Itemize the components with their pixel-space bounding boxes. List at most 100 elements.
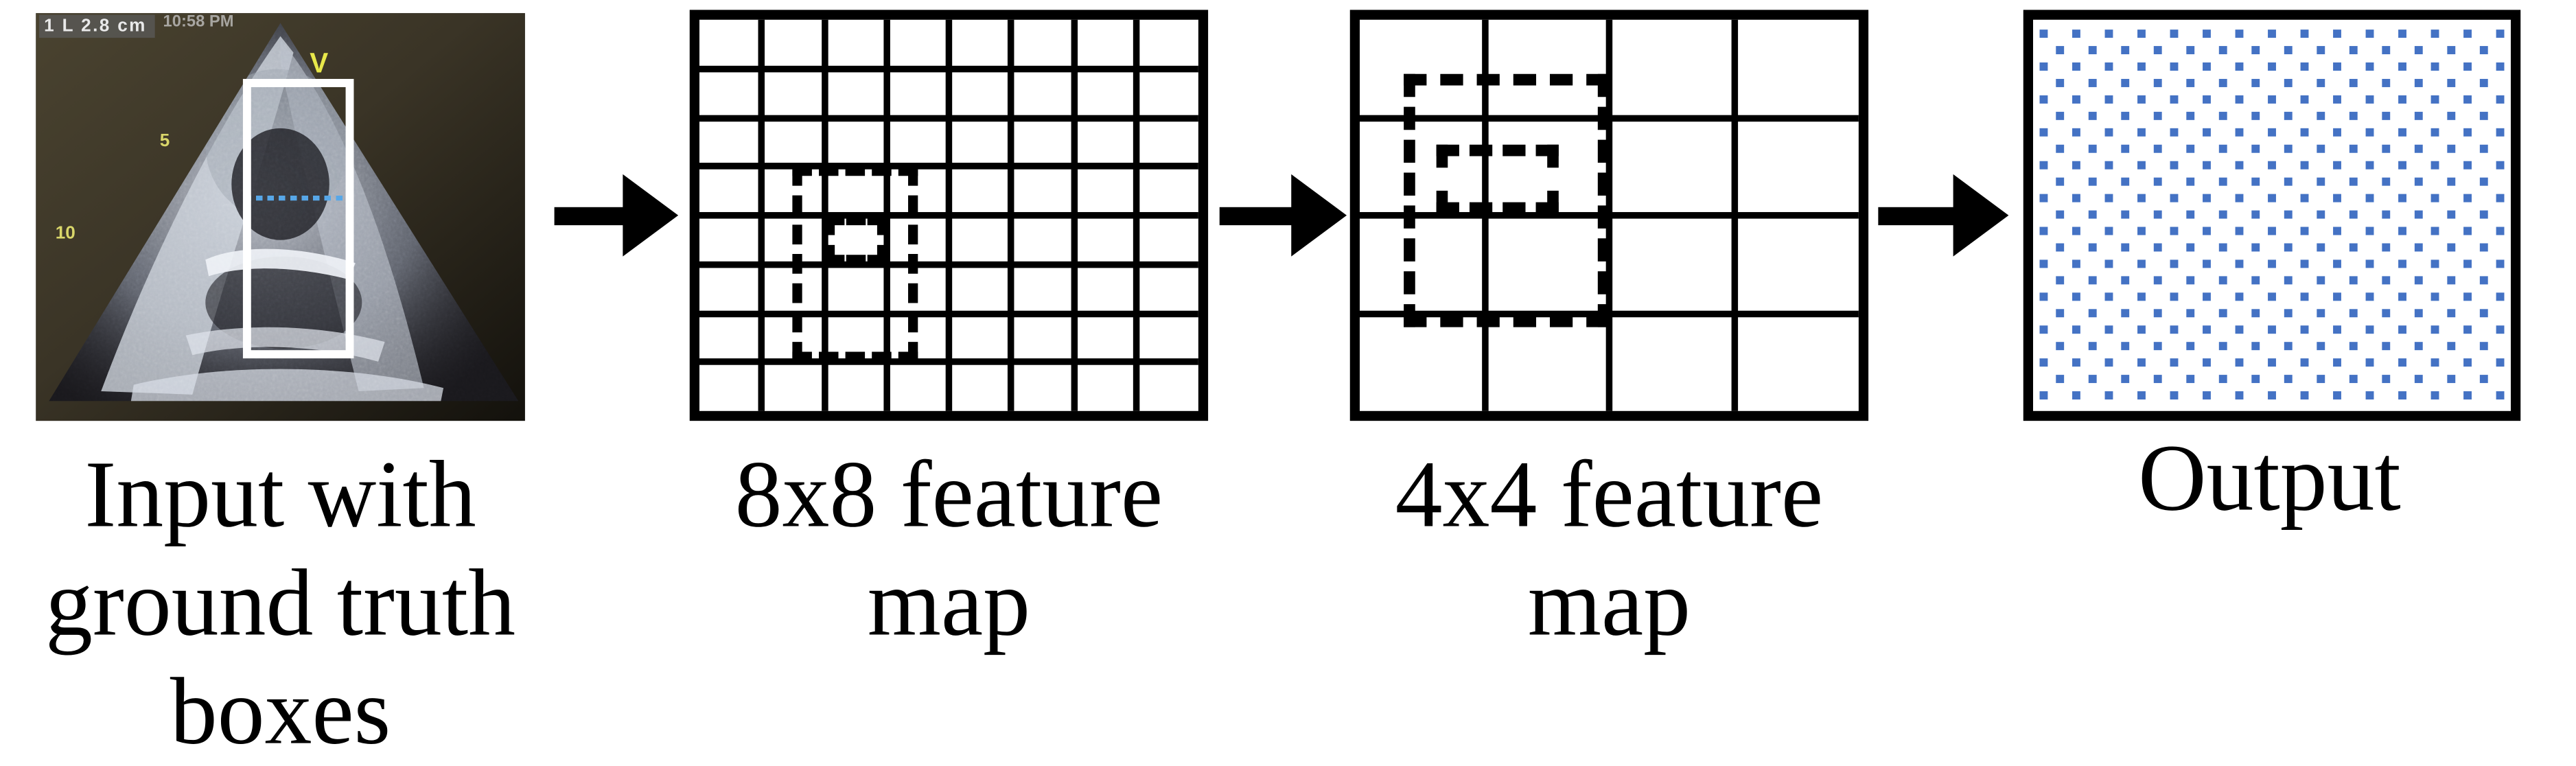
output-dot — [2300, 325, 2309, 334]
output-dot — [2430, 194, 2439, 202]
output-dot — [2039, 161, 2048, 170]
output-dot — [2284, 342, 2293, 351]
output-dot — [2218, 177, 2227, 186]
output-dot — [2284, 46, 2293, 55]
output-dot — [2121, 210, 2130, 219]
output-dot — [2365, 259, 2374, 268]
output-dot — [2088, 111, 2097, 120]
output-dot — [2170, 62, 2179, 71]
output-dot — [2153, 375, 2162, 384]
output-dot — [2203, 161, 2211, 170]
output-dot — [2317, 177, 2325, 186]
output-dot — [2039, 325, 2048, 334]
output-dot — [2153, 210, 2162, 219]
output-dot — [2186, 177, 2195, 186]
output-dot — [2186, 375, 2195, 384]
output-dot — [2317, 46, 2325, 55]
output-dot — [2121, 144, 2130, 153]
output-dot — [2382, 243, 2391, 252]
output-dot — [2365, 161, 2374, 170]
grid-line-horizontal — [699, 211, 1198, 219]
output-dot — [2447, 46, 2456, 55]
output-dot — [2039, 358, 2048, 367]
output-dot — [2235, 62, 2244, 71]
output-dot — [2088, 78, 2097, 87]
output-dot — [2365, 358, 2374, 367]
output-dot — [2414, 309, 2423, 318]
output-dot — [2430, 292, 2439, 301]
output-dot — [2463, 358, 2472, 367]
output-dot — [2414, 276, 2423, 285]
output-dot — [2463, 259, 2472, 268]
output-dot — [2333, 62, 2341, 71]
output-dot — [2039, 391, 2048, 400]
output-dot-grid — [2033, 20, 2511, 411]
output-dot — [2056, 177, 2065, 186]
output-dot — [2088, 46, 2097, 55]
output-dot — [2333, 128, 2341, 137]
output-dot — [2056, 276, 2065, 285]
caption-feature-map-8x8: 8x8 feature map — [734, 440, 1163, 656]
output-dot — [2284, 144, 2293, 153]
panel-output — [2023, 10, 2521, 421]
output-dot — [2137, 30, 2146, 38]
output-dot — [2398, 391, 2406, 400]
output-dot — [2153, 309, 2162, 318]
output-dot — [2170, 227, 2179, 235]
output-dot — [2268, 227, 2276, 235]
output-dot — [2104, 325, 2113, 334]
output-dot — [2268, 391, 2276, 400]
output-dot — [2251, 276, 2260, 285]
output-dot — [2218, 342, 2227, 351]
output-dot — [2121, 276, 2130, 285]
output-dot — [2447, 144, 2456, 153]
output-dot — [2284, 309, 2293, 318]
grid-line-horizontal — [699, 163, 1198, 170]
output-dot — [2137, 325, 2146, 334]
output-dot — [2104, 161, 2113, 170]
output-dot — [2496, 391, 2505, 400]
default-box-tall-4x4 — [1403, 73, 1610, 328]
output-dot — [2104, 30, 2113, 38]
ultrasound-timestamp: 10:58 PM — [163, 13, 234, 32]
output-dot — [2072, 259, 2080, 268]
output-dot — [2268, 62, 2276, 71]
output-dot — [2251, 243, 2260, 252]
output-dot — [2121, 46, 2130, 55]
output-dot — [2235, 227, 2244, 235]
grid-line-horizontal — [699, 114, 1198, 121]
output-dot — [2479, 144, 2488, 153]
output-dot — [2365, 194, 2374, 202]
output-dot — [2430, 259, 2439, 268]
output-dot — [2121, 243, 2130, 252]
output-dot — [2170, 161, 2179, 170]
output-dot — [2365, 62, 2374, 71]
output-dot — [2251, 342, 2260, 351]
output-dot — [2153, 46, 2162, 55]
output-dot — [2447, 111, 2456, 120]
output-dot — [2170, 391, 2179, 400]
output-dot — [2300, 259, 2309, 268]
output-dot — [2300, 62, 2309, 71]
output-dot — [2218, 210, 2227, 219]
output-dot — [2333, 194, 2341, 202]
output-dot — [2430, 358, 2439, 367]
arrow-shaft — [1878, 207, 1960, 226]
output-dot — [2333, 325, 2341, 334]
output-dot — [2333, 391, 2341, 400]
output-dot — [2251, 309, 2260, 318]
output-dot — [2317, 342, 2325, 351]
output-dot — [2153, 243, 2162, 252]
output-dot — [2300, 358, 2309, 367]
output-dot — [2268, 358, 2276, 367]
output-dot — [2137, 259, 2146, 268]
output-dot — [2186, 276, 2195, 285]
output-dot — [2056, 342, 2065, 351]
output-dot — [2496, 325, 2505, 334]
ground-truth-box — [242, 78, 354, 359]
output-dot — [2186, 210, 2195, 219]
output-dot — [2235, 259, 2244, 268]
output-dot — [2104, 194, 2113, 202]
output-dot — [2496, 227, 2505, 235]
output-dot — [2447, 210, 2456, 219]
